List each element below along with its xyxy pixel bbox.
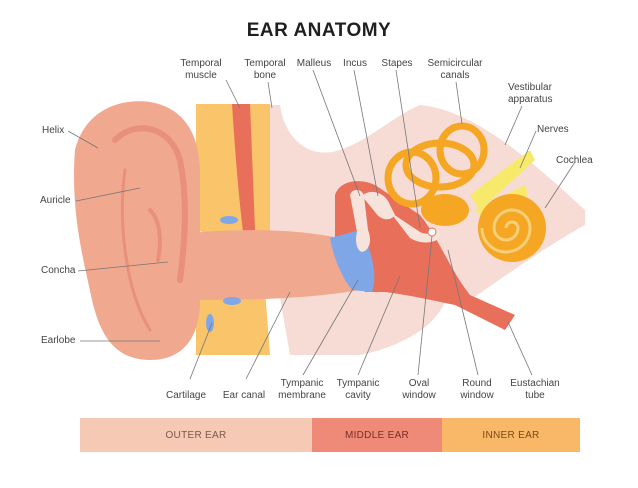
label-oval-window-line2: window [402,390,436,401]
label-vestibular-line1: Vestibular [508,82,552,93]
label-semicircular-line1: Semicircular [427,58,483,69]
cochlea-shape [478,194,546,262]
label-cochlea: Cochlea [556,155,593,166]
label-oval-window: Oval window [396,378,442,402]
label-eustachian-line2: tube [525,390,545,401]
label-eustachian-line1: Eustachian [510,378,560,389]
label-temporal-muscle: Temporal muscle [176,58,226,82]
cartilage-shape [196,290,270,355]
label-temporal-muscle-line2: muscle [185,70,217,81]
malleus-shape [350,189,370,252]
inner-ear-section: INNER EAR [442,418,580,452]
label-tympanic-membrane-line1: Tympanic [280,378,324,389]
label-temporal-muscle-line1: Temporal [180,58,222,69]
vestibule-shape [421,194,469,226]
label-temporal-bone-line1: Temporal [244,58,286,69]
antihelix-curve [120,168,152,332]
label-vestibular-apparatus: Vestibular apparatus [508,82,552,106]
page-title: EAR ANATOMY [246,20,392,41]
label-tympanic-membrane: Tympanic membrane [274,378,330,402]
helix-inner-curve [112,125,188,283]
label-helix: Helix [42,125,65,136]
label-oval-window-line1: Oval [408,378,430,389]
temporal-muscle-red [232,104,255,232]
label-semicircular-line2: canals [440,70,470,81]
label-concha: Concha [41,265,76,276]
label-tympanic-membrane-line2: membrane [278,390,326,401]
label-eustachian-tube: Eustachian tube [506,378,564,402]
label-temporal-bone: Temporal bone [240,58,290,82]
label-cartilage: Cartilage [165,390,207,401]
label-earlobe: Earlobe [41,335,76,346]
oval-window-shape [427,227,437,237]
label-temporal-bone-line2: bone [253,70,277,81]
ear-canal-shape [170,230,360,300]
cochlea-spiral [480,208,532,254]
label-nerves: Nerves [537,124,569,135]
cartilage-dot-1 [220,216,238,224]
outer-ear-section: OUTER EAR [80,418,312,452]
label-ear-canal: Ear canal [222,390,266,401]
label-malleus: Malleus [296,58,332,69]
label-tympanic-cavity-line2: cavity [345,390,371,401]
label-tympanic-cavity: Tympanic cavity [333,378,383,402]
label-tympanic-cavity-line1: Tympanic [336,378,380,389]
canal-2 [436,122,488,178]
canal-3 [402,139,478,191]
label-vestibular-line2: apparatus [508,94,553,105]
cartilage-dot-2 [223,297,241,305]
tympanic-cavity-shape [335,181,515,330]
label-incus: Incus [343,58,367,69]
auricle-shape [73,101,200,361]
incus-shape [362,191,395,220]
nerves-shape [470,150,535,210]
stapes-shape [390,212,440,243]
concha-curve [148,208,162,262]
label-round-window: Round window [454,378,500,402]
label-semicircular-canals: Semicircular canals [422,58,488,82]
label-round-window-line1: Round [462,378,492,389]
label-stapes: Stapes [381,58,413,69]
cartilage-dot-3 [206,314,214,332]
middle-ear-section: MIDDLE EAR [312,418,442,452]
label-auricle: Auricle [40,195,71,206]
label-round-window-line2: window [460,390,494,401]
leader-lines [67,69,576,380]
